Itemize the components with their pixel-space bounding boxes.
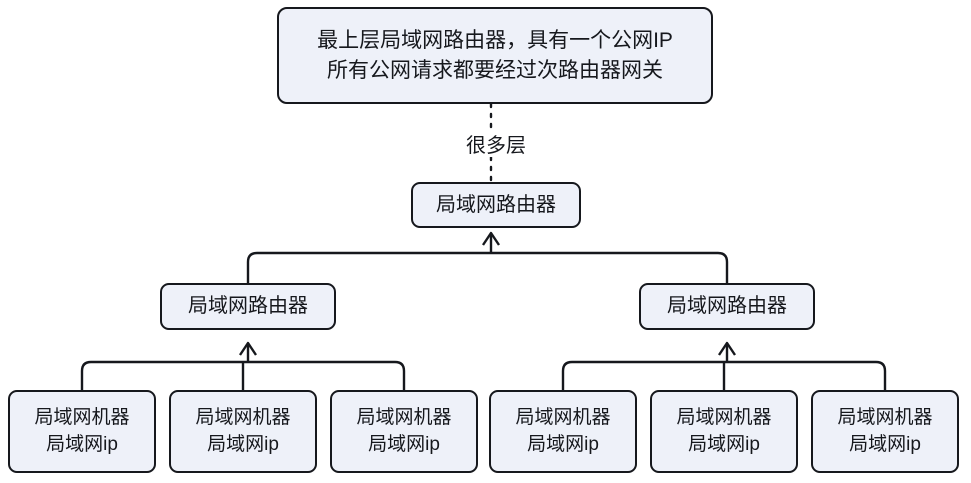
machine-node-4-line-2: 局域网ip xyxy=(527,433,599,455)
machine-node-6-line-2: 局域网ip xyxy=(849,433,921,455)
machine-node-4: 局域网机器 局域网ip xyxy=(489,390,637,473)
machine-node-4-line-1: 局域网机器 xyxy=(515,406,611,428)
router-node-right: 局域网路由器 xyxy=(639,283,815,330)
machine-node-3: 局域网机器 局域网ip xyxy=(330,390,478,473)
top-level-router-node: 最上层局域网路由器，具有一个公网IP 所有公网请求都要经过次路由器网关 xyxy=(277,7,713,104)
machine-node-2: 局域网机器 局域网ip xyxy=(169,390,317,473)
arrow-head-right-leaves-to-router xyxy=(718,341,736,356)
machine-node-5: 局域网机器 局域网ip xyxy=(650,390,798,473)
router-node-middle: 局域网路由器 xyxy=(411,182,581,228)
machine-node-2-line-2: 局域网ip xyxy=(207,433,279,455)
machine-node-3-line-1: 局域网机器 xyxy=(356,406,452,428)
machine-node-5-line-2: 局域网ip xyxy=(688,433,760,455)
machine-node-6: 局域网机器 局域网ip xyxy=(811,390,959,473)
machine-node-1-line-2: 局域网ip xyxy=(46,433,118,455)
top-node-line-1: 最上层局域网路由器，具有一个公网IP xyxy=(317,28,673,52)
router-left-label: 局域网路由器 xyxy=(188,295,308,318)
arrow-head-level2-to-mid xyxy=(482,231,500,246)
router-right-label: 局域网路由器 xyxy=(667,295,787,318)
many-layers-label: 很多层 xyxy=(420,129,572,157)
machine-node-3-line-2: 局域网ip xyxy=(368,433,440,455)
top-node-line-2: 所有公网请求都要经过次路由器网关 xyxy=(327,58,663,82)
machine-node-6-line-1: 局域网机器 xyxy=(837,406,933,428)
bus-left-router-to-leaves xyxy=(80,360,406,390)
bus-mid-to-level2 xyxy=(246,251,729,283)
bus-right-router-to-leaves xyxy=(561,360,887,390)
machine-node-1: 局域网机器 局域网ip xyxy=(8,390,156,473)
machine-node-5-line-1: 局域网机器 xyxy=(676,406,772,428)
machine-node-1-line-1: 局域网机器 xyxy=(34,406,130,428)
router-middle-label: 局域网路由器 xyxy=(436,193,556,216)
machine-node-2-line-1: 局域网机器 xyxy=(195,406,291,428)
arrow-head-left-leaves-to-router xyxy=(239,341,257,356)
router-node-left: 局域网路由器 xyxy=(160,283,336,330)
